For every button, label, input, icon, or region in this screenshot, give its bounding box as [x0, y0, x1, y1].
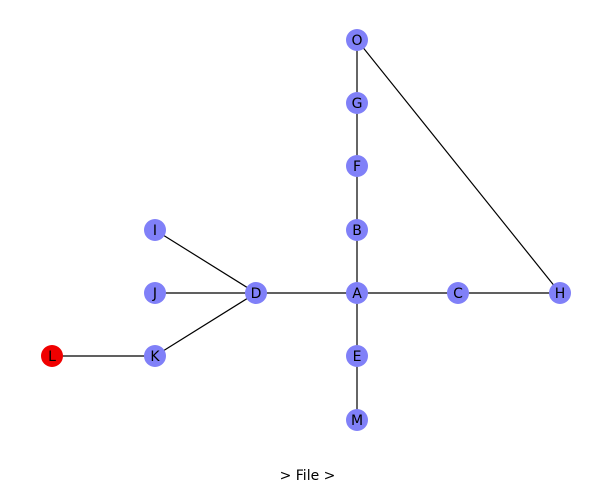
node-i[interactable]: I	[144, 219, 166, 241]
node-label: B	[352, 223, 362, 239]
node-d[interactable]: D	[245, 282, 267, 304]
node-circle[interactable]	[41, 345, 63, 367]
node-o[interactable]: O	[346, 29, 368, 51]
node-circle[interactable]	[144, 282, 166, 304]
node-b[interactable]: B	[346, 219, 368, 241]
node-label: A	[352, 286, 362, 302]
graph-canvas: O G F B I J D A C H L K E M	[41, 29, 571, 431]
node-label: G	[352, 96, 363, 112]
node-circle[interactable]	[245, 282, 267, 304]
node-circle[interactable]	[346, 219, 368, 241]
node-circle[interactable]	[144, 219, 166, 241]
node-e[interactable]: E	[346, 345, 368, 367]
node-c[interactable]: C	[447, 282, 469, 304]
edge-k-d	[154, 292, 257, 357]
edge-o-h	[356, 39, 561, 294]
node-label: M	[351, 413, 363, 429]
node-label: I	[153, 223, 157, 239]
node-label: J	[152, 286, 157, 302]
node-a[interactable]: A	[346, 282, 368, 304]
node-label: F	[353, 159, 361, 175]
node-label: C	[453, 286, 463, 302]
node-circle[interactable]	[346, 345, 368, 367]
node-h[interactable]: H	[549, 282, 571, 304]
node-circle[interactable]	[346, 29, 368, 51]
node-g[interactable]: G	[346, 92, 368, 114]
node-j[interactable]: J	[144, 282, 166, 304]
node-label: E	[353, 349, 362, 365]
node-k[interactable]: K	[144, 345, 166, 367]
node-label: K	[150, 349, 160, 365]
node-circle[interactable]	[346, 92, 368, 114]
node-f[interactable]: F	[346, 155, 368, 177]
edge-i-d	[154, 229, 257, 294]
node-label: O	[351, 33, 362, 49]
node-m[interactable]: M	[346, 409, 368, 431]
graph-nodes: O G F B I J D A C H L K E M	[41, 29, 571, 431]
node-circle[interactable]	[346, 409, 368, 431]
node-circle[interactable]	[549, 282, 571, 304]
node-l[interactable]: L	[41, 345, 63, 367]
graph-edges	[52, 39, 561, 420]
node-circle[interactable]	[346, 155, 368, 177]
breadcrumb[interactable]: > File >	[279, 468, 336, 484]
node-circle[interactable]	[346, 282, 368, 304]
node-label: H	[555, 286, 566, 302]
node-label: D	[251, 286, 262, 302]
node-circle[interactable]	[144, 345, 166, 367]
node-circle[interactable]	[447, 282, 469, 304]
node-label: L	[48, 349, 56, 365]
